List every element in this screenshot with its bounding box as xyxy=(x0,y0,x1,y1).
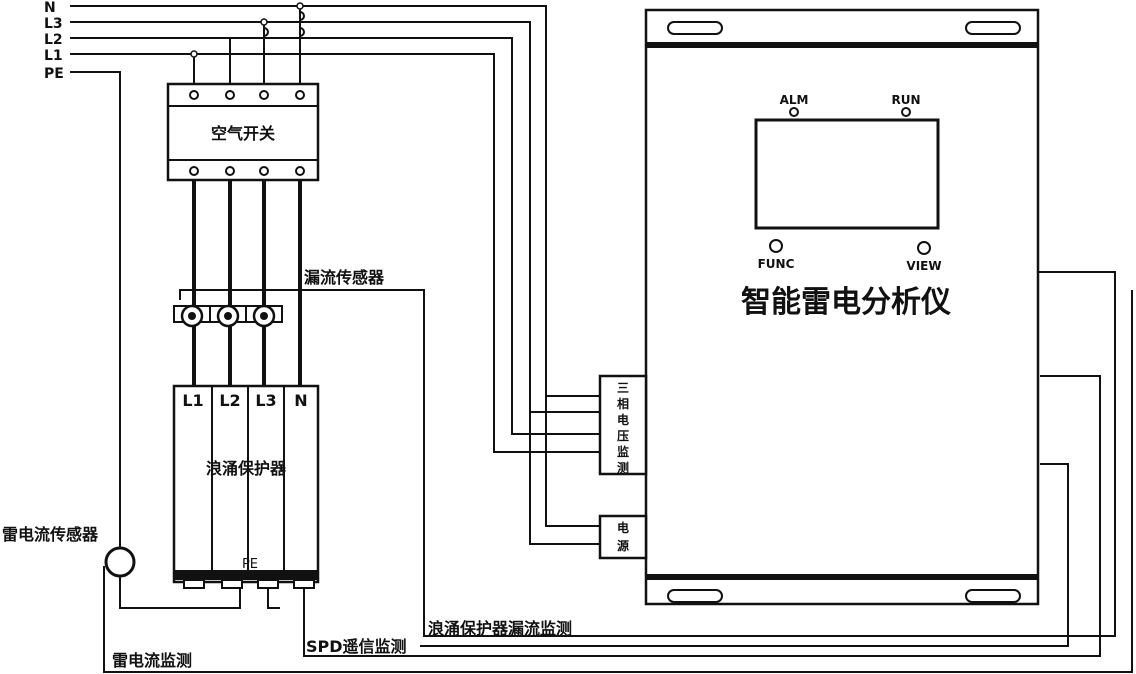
analyzer-title: 智能雷电分析仪 xyxy=(741,285,951,320)
breaker-label: 空气开关 xyxy=(211,124,275,143)
ct-l2 xyxy=(209,304,247,328)
run-indicator xyxy=(901,107,911,117)
ct-l1 xyxy=(173,304,211,328)
svg-text:源: 源 xyxy=(617,538,629,553)
supply-lines xyxy=(70,2,600,609)
line-label-l3: L3 xyxy=(44,16,63,32)
svg-text:压: 压 xyxy=(617,429,629,443)
spd-pe-label: PE xyxy=(242,557,258,572)
lightning-monitor-label: 雷电流监测 xyxy=(112,651,192,670)
svg-text:电: 电 xyxy=(617,412,629,427)
leakage-sensors: 漏流传感器 xyxy=(173,268,1116,637)
func-label: FUNC xyxy=(758,257,795,271)
line-label-l1: L1 xyxy=(44,48,63,64)
phase-conductors xyxy=(192,180,302,388)
svg-text:相: 相 xyxy=(617,396,629,411)
analyzer-screen xyxy=(754,118,940,230)
spd-terminal-l2: L2 xyxy=(219,391,240,410)
svg-text:监: 监 xyxy=(617,444,629,459)
spd-terminal-l1: L1 xyxy=(182,391,203,410)
func-button[interactable] xyxy=(769,239,783,253)
svg-text:电: 电 xyxy=(617,520,629,535)
spd-remote-monitor-label: SPD遥信监测 xyxy=(306,637,407,656)
spd-terminal-n: N xyxy=(294,391,307,410)
svg-text:测: 测 xyxy=(617,460,629,475)
air-breaker: 空气开关 xyxy=(166,82,320,182)
svg-text:三: 三 xyxy=(617,381,629,395)
power-port xyxy=(598,514,648,560)
alm-indicator xyxy=(789,107,799,117)
lightning-sensor: 雷电流传感器 xyxy=(2,290,1133,673)
smart-lightning-analyzer: ALM RUN FUNC VIEW 智能雷电分析仪 三 相 电 压 监 测 电 … xyxy=(598,8,1040,606)
surge-protector: L1 L2 L3 N 浪涌保护器 PE xyxy=(172,384,320,589)
spd-terminal-l3: L3 xyxy=(255,391,276,410)
line-label-l2: L2 xyxy=(44,32,63,48)
run-label: RUN xyxy=(891,93,920,107)
ct-l3 xyxy=(245,304,283,328)
spd-leak-monitor-label: 浪涌保护器漏流监测 xyxy=(428,619,572,638)
leakage-sensor-label: 漏流传感器 xyxy=(304,268,385,287)
view-button[interactable] xyxy=(917,241,931,255)
voltage-monitor-port xyxy=(598,374,648,476)
line-label-pe: PE xyxy=(44,66,64,82)
alm-label: ALM xyxy=(780,93,809,107)
spd-label: 浪涌保护器 xyxy=(206,459,287,478)
line-label-n: N xyxy=(44,0,56,16)
spd-remote-wiring xyxy=(267,375,1101,657)
lightning-sensor-label: 雷电流传感器 xyxy=(2,525,99,544)
view-label: VIEW xyxy=(906,259,941,273)
